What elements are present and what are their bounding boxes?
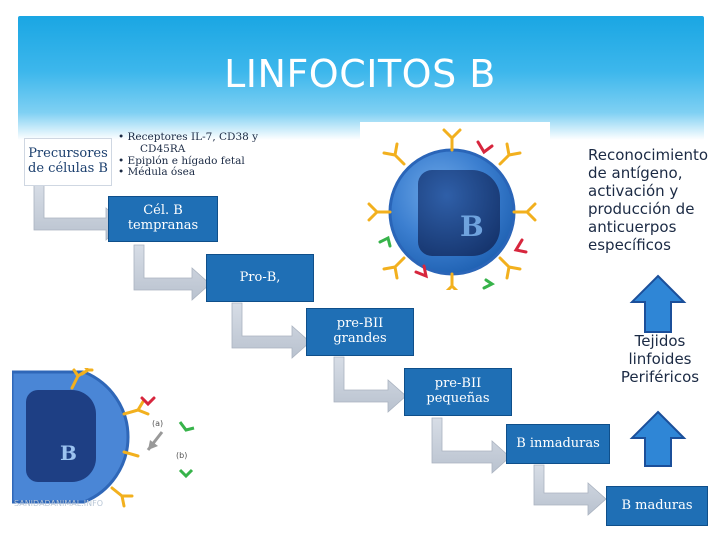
elbow-arrow-3 xyxy=(231,302,311,359)
marker-list: • Receptores IL-7, CD38 y CD45RA • Epipl… xyxy=(118,131,259,179)
step-label: Cél. B tempranas xyxy=(127,203,199,233)
small-cell-b-label: B xyxy=(60,441,77,465)
small-green-antigen xyxy=(178,421,195,479)
small-antibodies xyxy=(70,368,150,508)
up-arrow-1 xyxy=(629,274,687,333)
step-label: pre-BII grandes xyxy=(333,316,387,346)
bullet-item: • Epiplón e hígado fetal xyxy=(118,154,245,167)
step-label: B maduras xyxy=(621,497,693,513)
step-box-pro-b: Pro-B, xyxy=(206,254,314,302)
cell-nucleus xyxy=(418,170,500,256)
step-box-tempranas: Cél. B tempranas xyxy=(108,196,218,242)
bullet-item: • Médula ósea xyxy=(118,166,196,179)
elbow-arrow-2 xyxy=(133,244,211,301)
antibody-receptors xyxy=(367,128,537,290)
header-banner xyxy=(18,16,704,140)
peripheral-text: Tejidos linfoides Periféricos xyxy=(620,332,700,386)
small-antigen xyxy=(140,396,156,407)
step-box-b-maduras: B maduras xyxy=(606,486,708,526)
label-b: (b) xyxy=(176,451,187,460)
step-label: Precursores de células B xyxy=(28,146,108,176)
step-box-b-inmaduras: B inmaduras xyxy=(506,424,610,464)
label-a: (a) xyxy=(152,419,163,428)
cell-b-label: B xyxy=(460,210,484,243)
green-marks xyxy=(378,235,495,290)
antigen-marks xyxy=(414,140,528,279)
bullet-item: CD45RA xyxy=(140,142,186,155)
step-label: B inmaduras xyxy=(516,435,600,451)
step-box-precursores: Precursores de células B xyxy=(24,138,112,186)
small-b-cell-illustration: B (a) (b) SANIDADANIMAL.INFO xyxy=(12,368,208,510)
step-box-pre-bii-grandes: pre-BII grandes xyxy=(306,308,414,356)
step-box-pre-bii-pequenas: pre-BII pequeñas xyxy=(404,368,512,416)
elbow-arrow-5 xyxy=(431,417,511,474)
up-arrow-2 xyxy=(629,410,687,467)
watermark: SANIDADANIMAL.INFO xyxy=(14,499,103,508)
step-label: Pro-B, xyxy=(239,269,281,285)
page-title: LINFOCITOS B xyxy=(224,52,496,96)
elbow-arrow-6 xyxy=(533,464,607,516)
small-cell-nucleus xyxy=(26,390,96,482)
bullet-item: • Receptores IL-7, CD38 y xyxy=(118,131,259,143)
b-cell-illustration: B xyxy=(360,122,550,290)
elbow-arrow-4 xyxy=(333,356,407,413)
recognition-text: Reconocimiento de antígeno, activación y… xyxy=(588,146,709,254)
step-label: pre-BII pequeñas xyxy=(426,376,490,406)
